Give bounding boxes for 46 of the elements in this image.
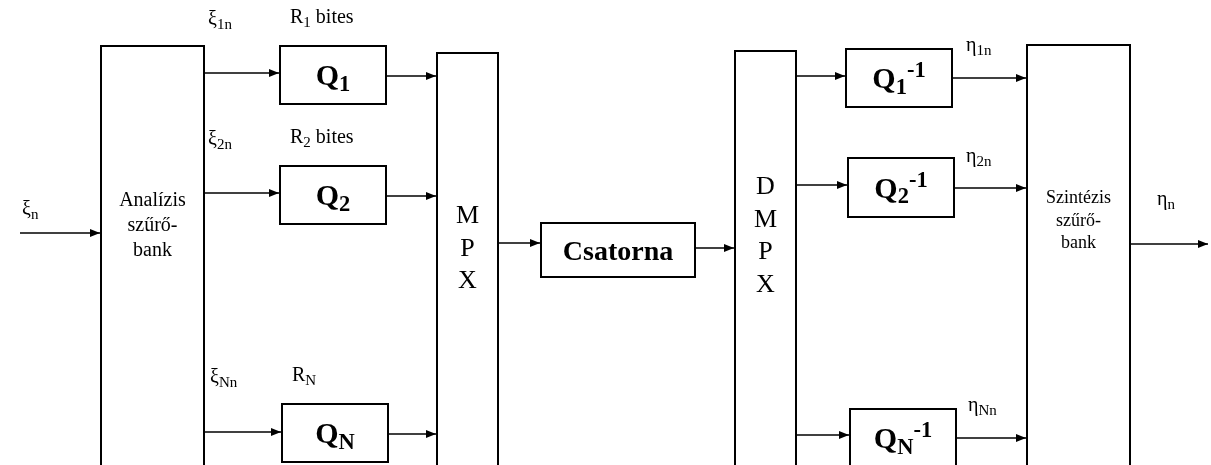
bit-rate-label: R$_{2}$ bites [290, 124, 354, 149]
signal-label: ξ$_{Nn}$ [210, 364, 238, 389]
node-label: Szintézis szűrő- bank [1045, 186, 1112, 254]
multiplexer-box [436, 52, 499, 465]
arrow [19, 229, 101, 237]
filter-bank-box [1026, 44, 1131, 465]
dequantizer-box [849, 408, 957, 465]
arrow [204, 69, 280, 77]
signal-label: η$_{n}$ [1157, 186, 1175, 211]
arrow [695, 244, 735, 252]
node-label: Q$_{2}$ [315, 177, 351, 214]
quantizer-box [281, 403, 389, 463]
node-label: Q$_{N}$ [315, 415, 355, 452]
bit-rate-label: R$_{N}$ [292, 362, 317, 387]
filter-bank-box [100, 45, 205, 465]
node-label: M P X [454, 199, 481, 296]
channel-box [540, 222, 696, 278]
arrow [796, 181, 848, 189]
node-label: D M P X [752, 170, 779, 300]
quantizer-box [279, 165, 387, 225]
signal-label: η$_{Nn}$ [968, 392, 997, 417]
dequantizer-box [847, 157, 955, 218]
quantizer-box [279, 45, 387, 105]
signal-label: ξ$_{1n}$ [208, 6, 232, 31]
arrow [796, 431, 850, 439]
dequantizer-box [845, 48, 953, 108]
arrow [956, 434, 1027, 442]
arrow [386, 192, 437, 200]
arrow [204, 428, 282, 436]
arrow [388, 430, 437, 438]
node-label: Analízis szűrő- bank [118, 187, 187, 262]
demultiplexer-box [734, 50, 797, 465]
arrow [498, 239, 541, 247]
signal-label: η$_{2n}$ [966, 143, 992, 168]
node-label: Q$_{1}$ [315, 57, 351, 94]
arrow [796, 72, 846, 80]
arrow [204, 189, 280, 197]
arrow [1130, 240, 1209, 248]
bit-rate-label: R$_{1}$ bites [290, 4, 354, 29]
signal-label: η$_{1n}$ [966, 32, 992, 57]
signal-label: ξ$_{2n}$ [208, 126, 232, 151]
arrow [952, 74, 1027, 82]
signal-label: ξ$_{n}$ [22, 196, 39, 221]
arrow [954, 184, 1027, 192]
node-label: Csatorna [562, 233, 674, 268]
arrow [386, 72, 437, 80]
